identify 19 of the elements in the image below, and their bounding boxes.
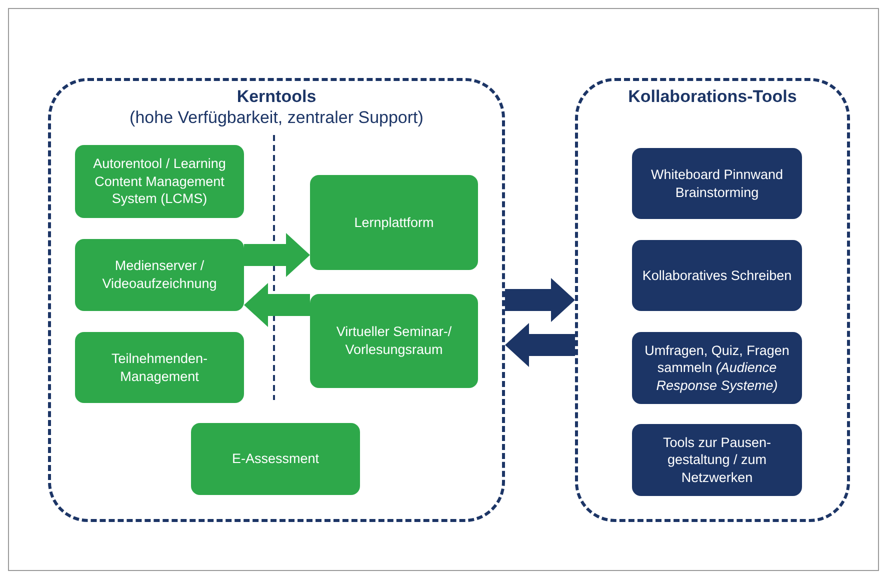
tool-box: Umfragen, Quiz, Fragen sammeln (Audience Response Systeme) <box>632 332 802 404</box>
tool-box: Whiteboard Pinnwand Brainstorming <box>632 148 802 219</box>
group-subtitle: (hohe Verfügbarkeit, zentraler Support) <box>128 108 424 128</box>
tool-box: Medienserver / Videoaufzeichnung <box>75 239 244 311</box>
block-arrow <box>244 283 310 327</box>
dashed-group <box>48 78 505 522</box>
tool-box: Teilnehmenden-Management <box>75 332 244 403</box>
tool-box: Tools zur Pausen-gestaltung / zum Netzwerken <box>632 424 802 496</box>
tool-box: Autorentool / Learning Content Management System (LCMS) <box>75 145 244 218</box>
group-title: Kerntools <box>236 87 318 107</box>
dashed-group <box>575 78 850 522</box>
tool-box: Lernplattform <box>310 175 478 270</box>
group-title: Kollaborations-Tools <box>627 87 798 107</box>
block-arrow <box>505 323 575 367</box>
block-arrow <box>244 233 310 277</box>
tool-box: E-Assessment <box>191 423 360 495</box>
tool-box: Kollaboratives Schreiben <box>632 240 802 311</box>
block-arrow <box>505 278 575 322</box>
tool-box: Virtueller Seminar-/ Vorlesungsraum <box>310 294 478 388</box>
